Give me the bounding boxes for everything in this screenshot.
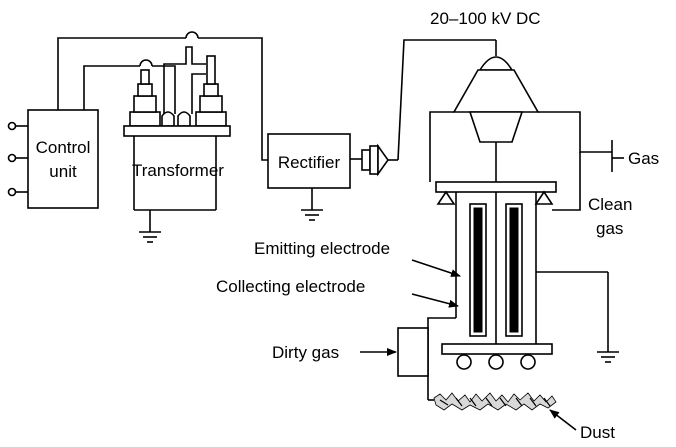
input-terminals (7, 121, 28, 197)
rectifier-ground-symbol (301, 188, 323, 221)
collecting-electrode-label: Collecting electrode (216, 277, 365, 296)
control-unit-box (27, 109, 99, 209)
precipitator-housing (429, 111, 624, 211)
control-wiring (57, 31, 268, 161)
electrodes (469, 192, 523, 344)
dirty-gas-inlet (397, 317, 456, 401)
clean-gas-label-2: gas (596, 219, 623, 238)
clean-gas-label-1: Clean (588, 195, 632, 214)
right-insulator-triangle (534, 190, 554, 205)
emitting-electrode-label: Emitting electrode (254, 239, 390, 258)
control-unit-label-1: Control (36, 138, 91, 157)
emitting-electrode-arrow (411, 259, 461, 277)
dust-label: Dust (580, 423, 615, 442)
top-support-bar (435, 181, 557, 193)
left-insulator-triangle (436, 190, 456, 205)
dust-pile (433, 392, 557, 411)
precipitator-chamber (455, 192, 619, 363)
dirty-gas-label: Dirty gas (272, 343, 339, 362)
collecting-electrode-arrow (411, 293, 459, 308)
voltage-label: 20–100 kV DC (430, 9, 541, 28)
high-voltage-connector (350, 39, 497, 177)
rectifier-box (267, 133, 351, 189)
dust-arrow (549, 409, 577, 431)
transformer (123, 55, 231, 211)
gas-label: Gas (628, 149, 659, 168)
transformer-ground-symbol (139, 210, 161, 243)
rectifier-label: Rectifier (278, 153, 341, 172)
transformer-label: Transformer (132, 161, 224, 180)
control-unit-label-2: unit (49, 162, 77, 181)
hv-insulator (452, 56, 540, 182)
bottom-frame (441, 343, 553, 370)
